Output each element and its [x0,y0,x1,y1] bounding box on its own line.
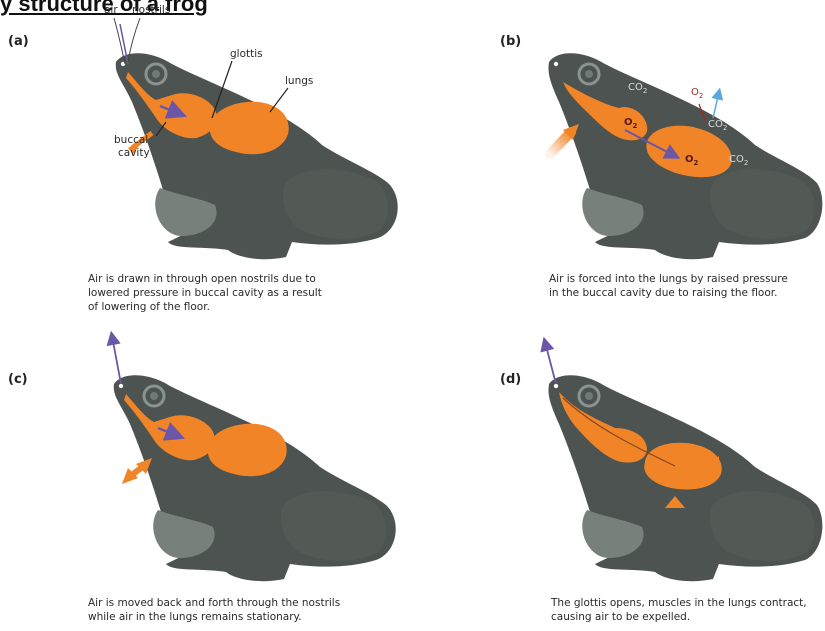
subscript: 2 [694,159,699,167]
co2-label: CO [628,82,643,93]
caption-b: Air is forced into the lungs by raised p… [549,272,788,300]
label-cavity: cavity [118,147,150,159]
caption-a: Air is drawn in through open nostrils du… [88,272,322,314]
panel-d: (d) The glottis opens, muscles in the [413,316,825,631]
caption-line: while air in the lungs remains stationar… [88,610,340,624]
o2-label: O [691,87,699,98]
label-air: air [104,4,118,16]
caption-line: The glottis opens, muscles in the lungs … [551,596,807,610]
subscript: 2 [744,159,748,167]
label-glottis: glottis [230,48,263,60]
caption-line: in the buccal cavity due to raising the … [549,286,788,300]
label-lungs: lungs [285,75,313,87]
co2-label: CO [708,119,723,130]
subscript: 2 [633,122,638,130]
panel-b: (b) CO2 O2 CO2 O2 O2 [413,0,825,315]
frog-body [114,375,396,581]
gas-label: O2 [691,87,703,100]
subscript: 2 [699,92,703,100]
panel-a: (a) air nostrils glottis lungs buccal [0,0,412,315]
label-nostrils: nostrils [132,4,170,16]
frog-diagram-a: air nostrils glottis lungs buccal cavity [0,0,412,315]
caption-line: Air is moved back and forth through the … [88,596,340,610]
caption-line: Air is forced into the lungs by raised p… [549,272,788,286]
caption-c: Air is moved back and forth through the … [88,596,340,624]
caption-line: causing air to be expelled. [551,610,807,624]
frog-body [116,53,398,259]
frog-diagram-b: CO2 O2 CO2 O2 O2 CO2 [413,0,825,315]
o2-label: O [624,117,633,128]
co2-label: CO [729,154,744,165]
o2-label: O [685,154,694,165]
subscript: 2 [643,87,647,95]
caption-d: The glottis opens, muscles in the lungs … [551,596,807,624]
subscript: 2 [723,124,727,132]
caption-line: lowered pressure in buccal cavity as a r… [88,286,322,300]
caption-line: Air is drawn in through open nostrils du… [88,272,322,286]
frog-diagram-c [0,316,412,631]
caption-line: of lowering of the floor. [88,300,322,314]
label-buccal: buccal [114,134,148,146]
frog-diagram-d [413,316,825,631]
panel-c: (c) Air is moved back and forth through … [0,316,412,631]
